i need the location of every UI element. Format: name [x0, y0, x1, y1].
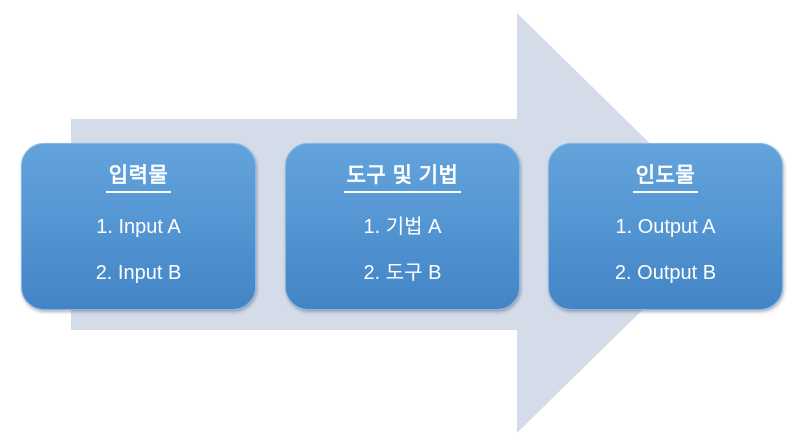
tools-and-techniques-box: 도구 및 기법 1. 기법 A 2. 도구 B: [285, 143, 520, 310]
input-item-1: 1. Input A: [96, 216, 181, 238]
output-box-title-row: 인도물: [549, 163, 782, 193]
tools-item-1: 1. 기법 A: [363, 216, 442, 238]
input-box: 입력물 1. Input A 2. Input B: [21, 143, 256, 310]
tools-box-title: 도구 및 기법: [343, 163, 462, 193]
output-item-1: 1. Output A: [615, 216, 716, 238]
input-box-title: 입력물: [105, 163, 172, 193]
tools-box-title-row: 도구 및 기법: [286, 163, 519, 193]
output-box: 인도물 1. Output A 2. Output B: [548, 143, 783, 310]
input-box-title-row: 입력물: [22, 163, 255, 193]
output-box-title: 인도물: [632, 163, 699, 193]
output-item-2: 2. Output B: [614, 262, 717, 284]
tools-item-2: 2. 도구 B: [363, 262, 442, 284]
input-item-2: 2. Input B: [95, 262, 182, 284]
